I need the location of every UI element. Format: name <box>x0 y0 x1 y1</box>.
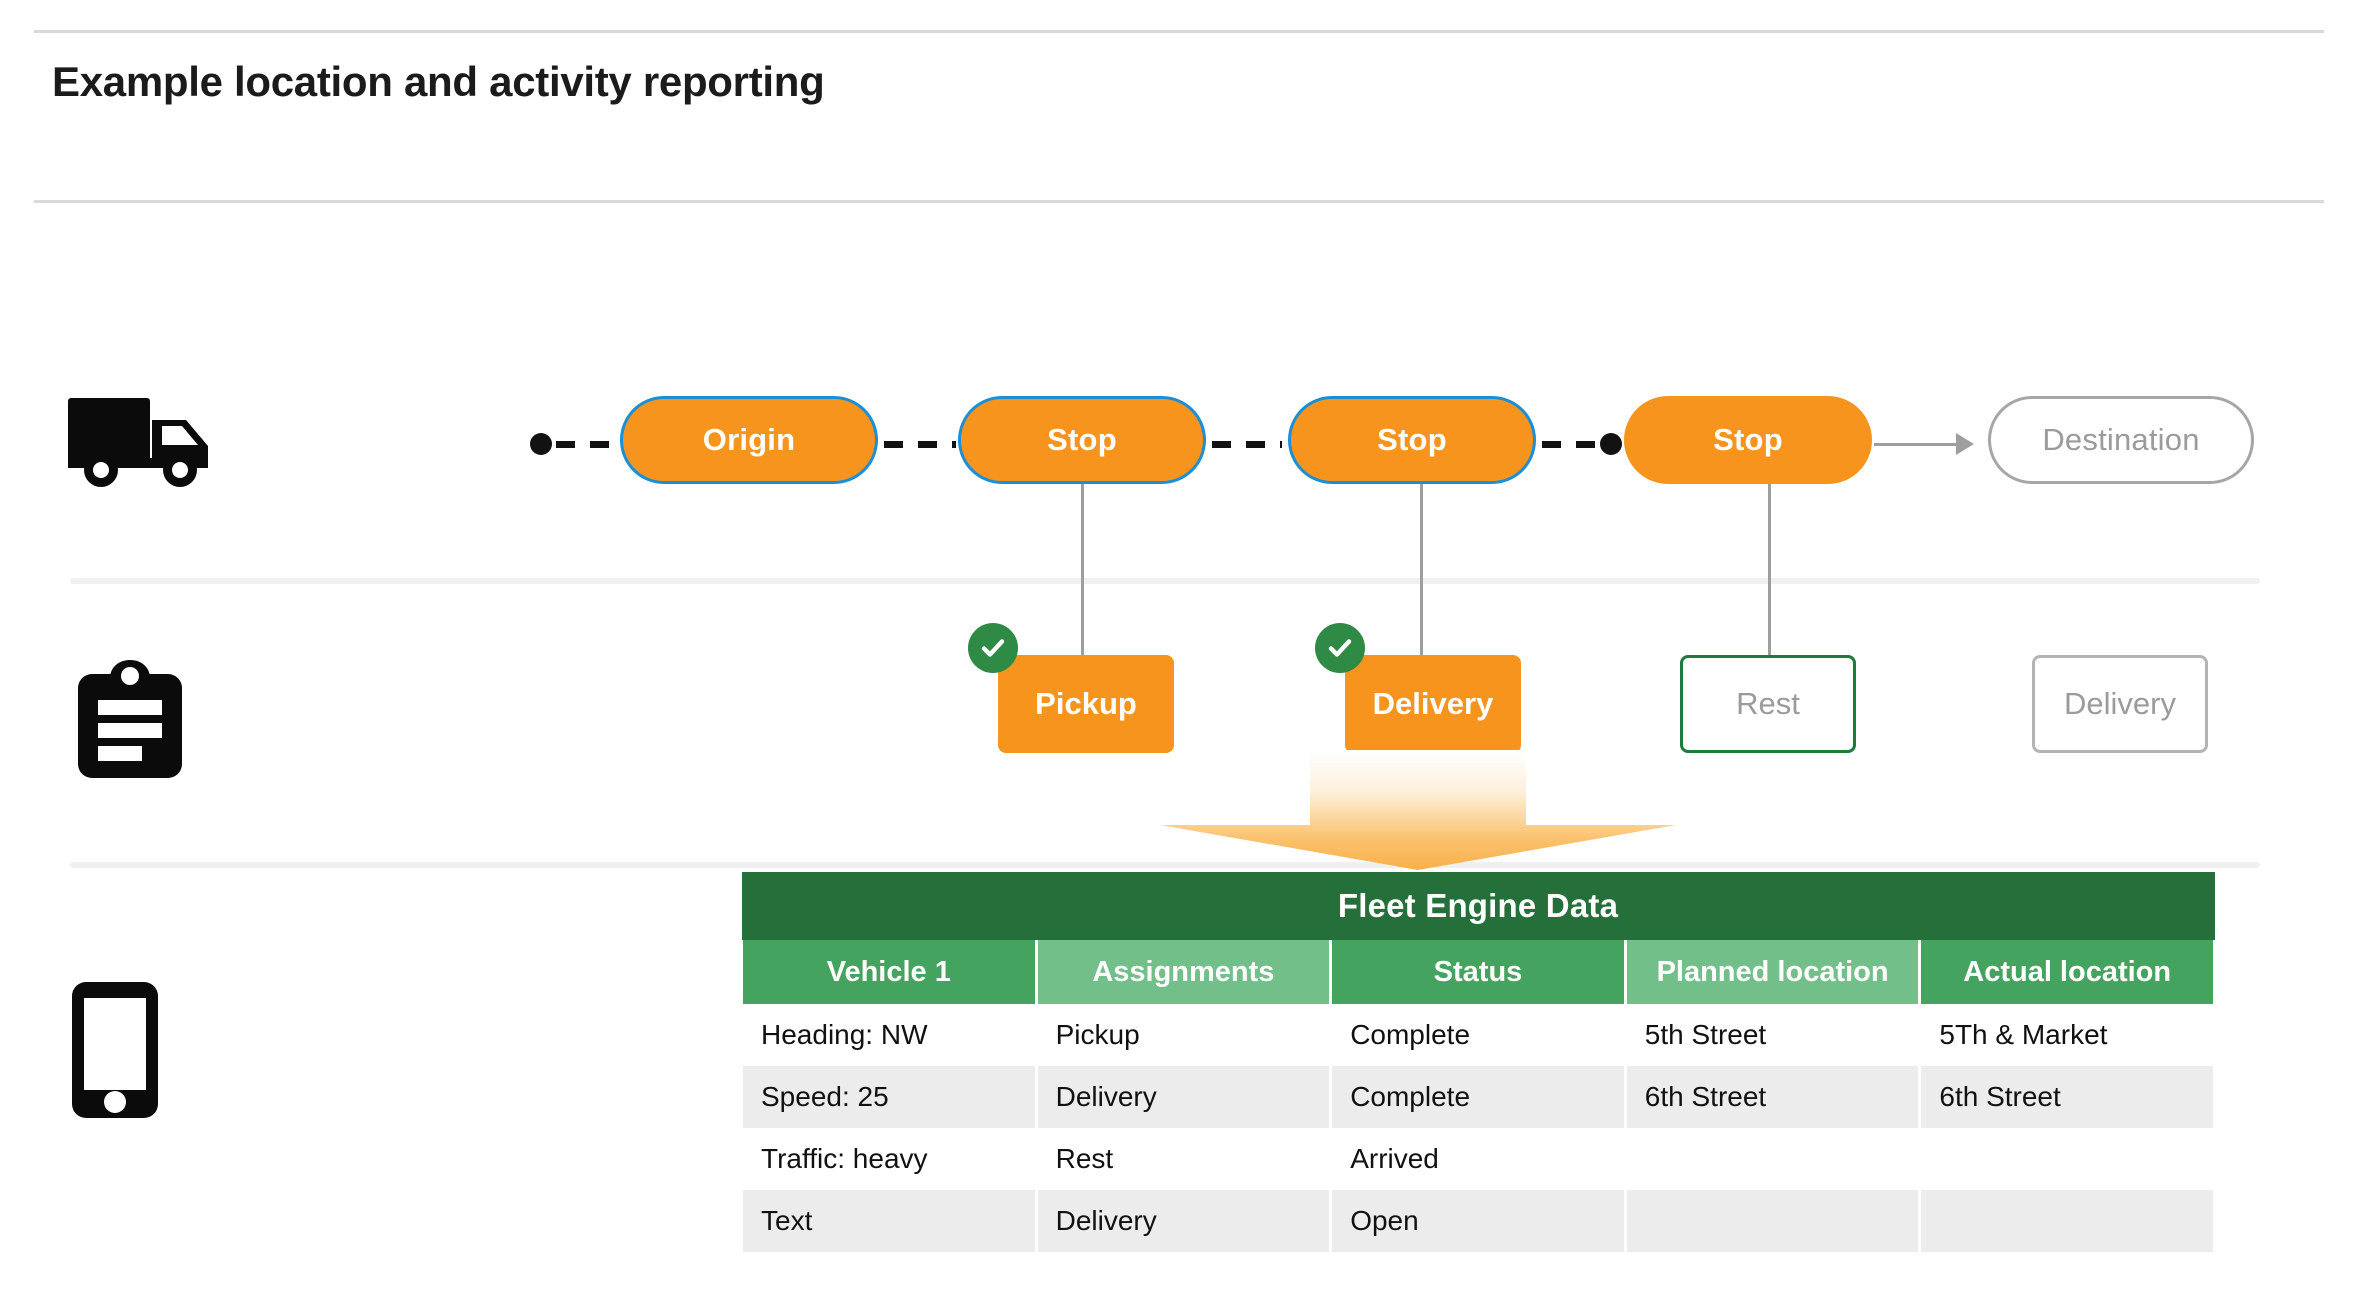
table-cell <box>1918 1128 2216 1190</box>
route-node-label: Stop <box>1713 422 1783 457</box>
route-node-label: Destination <box>2042 422 2200 457</box>
section-divider-activity-data <box>70 862 2260 868</box>
route-arrow-head <box>1956 433 1974 455</box>
table-cell: Pickup <box>1034 1004 1333 1066</box>
table-column-header-actual-location[interactable]: Actual location <box>1918 940 2216 1004</box>
route-node-label: Origin <box>702 422 796 457</box>
table-cell: Complete <box>1329 1004 1627 1066</box>
connector-stop1-pickup <box>1081 484 1084 656</box>
table-column-header-status[interactable]: Status <box>1329 940 1627 1004</box>
smartphone-icon <box>70 980 160 1120</box>
table-row: Traffic: heavy Rest Arrived <box>740 1128 2216 1190</box>
table-cell: Delivery <box>1034 1190 1333 1252</box>
page-title: Example location and activity reporting <box>52 58 825 105</box>
activity-card-label: Pickup <box>1035 686 1137 721</box>
table-cell: Arrived <box>1329 1128 1627 1190</box>
table-title: Fleet Engine Data <box>741 872 2215 940</box>
route-node-origin[interactable]: Origin <box>620 396 878 484</box>
table-cell: 5Th & Market <box>1918 1004 2216 1066</box>
route-dash-1 <box>884 441 956 448</box>
route-dash-2 <box>1212 441 1282 448</box>
route-arrow-line <box>1874 443 1958 446</box>
table-column-header-planned-location[interactable]: Planned location <box>1623 940 1922 1004</box>
section-divider-route-activity <box>70 578 2260 584</box>
header-divider <box>34 200 2324 203</box>
activity-complete-check-icon <box>1315 623 1365 673</box>
table-cell: Open <box>1329 1190 1627 1252</box>
route-node-label: Stop <box>1377 422 1447 457</box>
activity-card-label: Delivery <box>1372 686 1494 721</box>
table-column-header-vehicle[interactable]: Vehicle 1 <box>740 940 1038 1004</box>
top-divider <box>34 30 2324 33</box>
table-cell: 6th Street <box>1623 1066 1922 1128</box>
route-node-stop-3[interactable]: Stop <box>1624 396 1872 484</box>
activity-card-rest[interactable]: Rest <box>1680 655 1856 753</box>
connector-stop2-delivery <box>1420 484 1423 656</box>
route-dash-3 <box>1542 441 1598 448</box>
truck-icon <box>68 398 223 488</box>
table-cell: Text <box>740 1190 1038 1252</box>
route-start-dot <box>530 433 552 455</box>
table-header-row: Vehicle 1 Assignments Status Planned loc… <box>740 940 2216 1004</box>
table-cell <box>1623 1190 1922 1252</box>
route-node-stop-2[interactable]: Stop <box>1288 396 1536 484</box>
table-cell <box>1623 1128 1922 1190</box>
route-node-label: Stop <box>1047 422 1117 457</box>
activity-card-pickup[interactable]: Pickup <box>998 655 1174 753</box>
activity-card-label: Delivery <box>2064 686 2176 721</box>
table-cell: Speed: 25 <box>740 1066 1038 1128</box>
clipboard-icon <box>70 660 190 778</box>
table-row: Heading: NW Pickup Complete 5th Street 5… <box>740 1004 2216 1066</box>
route-mid-dot <box>1600 433 1622 455</box>
table-column-header-assignments[interactable]: Assignments <box>1034 940 1333 1004</box>
table-cell: 5th Street <box>1623 1004 1922 1066</box>
table-cell: Heading: NW <box>740 1004 1038 1066</box>
table-cell: 6th Street <box>1918 1066 2216 1128</box>
connector-stop3-rest <box>1768 484 1771 656</box>
table-cell: Rest <box>1034 1128 1333 1190</box>
route-node-stop-1[interactable]: Stop <box>958 396 1206 484</box>
activity-complete-check-icon <box>968 623 1018 673</box>
route-dash-start <box>556 441 620 448</box>
route-node-destination[interactable]: Destination <box>1988 396 2254 484</box>
table-cell <box>1918 1190 2216 1252</box>
activity-card-label: Rest <box>1736 686 1800 721</box>
table-row: Text Delivery Open <box>740 1190 2216 1252</box>
data-flow-arrow-icon <box>1160 750 1676 870</box>
table-cell: Traffic: heavy <box>740 1128 1038 1190</box>
activity-card-delivery-2[interactable]: Delivery <box>2032 655 2208 753</box>
table-cell: Complete <box>1329 1066 1627 1128</box>
fleet-engine-data-table: Fleet Engine Data Vehicle 1 Assignments … <box>740 872 2216 1252</box>
table-row: Speed: 25 Delivery Complete 6th Street 6… <box>740 1066 2216 1128</box>
table-cell: Delivery <box>1034 1066 1333 1128</box>
activity-card-delivery-1[interactable]: Delivery <box>1345 655 1521 753</box>
table-title-row: Fleet Engine Data <box>741 872 2215 940</box>
